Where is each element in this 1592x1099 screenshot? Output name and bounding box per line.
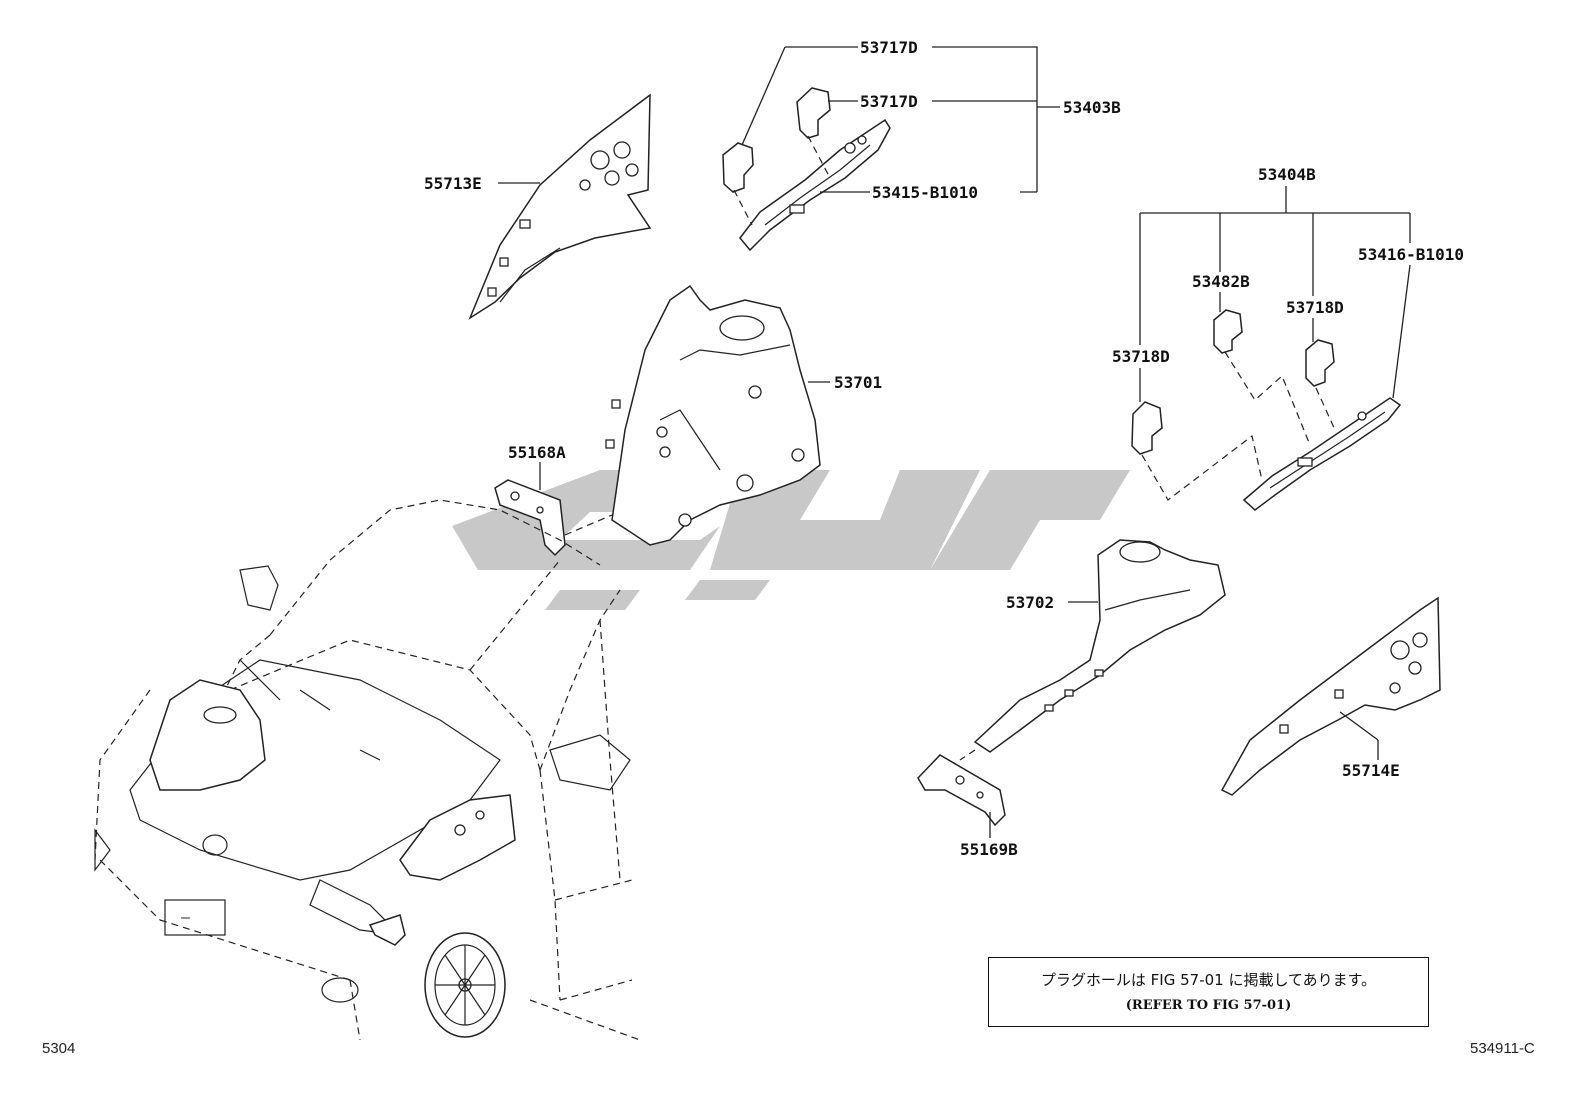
label-53415-B1010: 53415-B1010 <box>872 183 978 202</box>
label-53404B: 53404B <box>1258 165 1316 184</box>
part-55168A[interactable] <box>494 479 613 557</box>
reference-note-box: プラグホールは FIG 57-01 に掲載してあります。 (REFER TO F… <box>988 957 1429 1027</box>
label-53416-B1010: 53416-B1010 <box>1358 245 1464 264</box>
footer-right-code: 534911-C <box>1470 1040 1535 1057</box>
part-53417-bracket-group[interactable] <box>722 87 891 252</box>
label-53717D-mid: 53717D <box>860 92 918 111</box>
label-55714E: 55714E <box>1342 761 1400 780</box>
label-55169B: 55169B <box>960 840 1018 859</box>
reference-note-japanese: プラグホールは FIG 57-01 に掲載してあります。 <box>1040 971 1377 989</box>
car-body-outline: ー <box>94 499 641 1041</box>
svg-text:ー: ー <box>180 912 191 925</box>
reference-note-english: (REFER TO FIG 57-01) <box>1125 998 1292 1013</box>
part-55169B[interactable] <box>917 749 1006 827</box>
part-55713E[interactable] <box>468 93 652 320</box>
label-53718D-left: 53718D <box>1112 347 1170 366</box>
part-55714E[interactable] <box>1220 596 1441 796</box>
label-55168A: 55168A <box>508 443 566 462</box>
label-53482B: 53482B <box>1192 272 1250 291</box>
leader-lines <box>498 46 1411 838</box>
part-labels: 53717D 53717D 53403B 53415-B1010 53404B … <box>424 38 1464 859</box>
label-53701: 53701 <box>834 373 882 392</box>
label-53718D-right: 53718D <box>1286 298 1344 317</box>
footer-left-code: 5304 <box>42 1040 76 1057</box>
part-53702[interactable] <box>973 539 1226 753</box>
label-53717D-top: 53717D <box>860 38 918 57</box>
label-53702: 53702 <box>1006 593 1054 612</box>
label-55713E: 55713E <box>424 174 482 193</box>
label-53403B: 53403B <box>1063 98 1121 117</box>
part-53416-bracket-group[interactable] <box>1131 309 1402 511</box>
part-53701[interactable] <box>605 284 821 546</box>
